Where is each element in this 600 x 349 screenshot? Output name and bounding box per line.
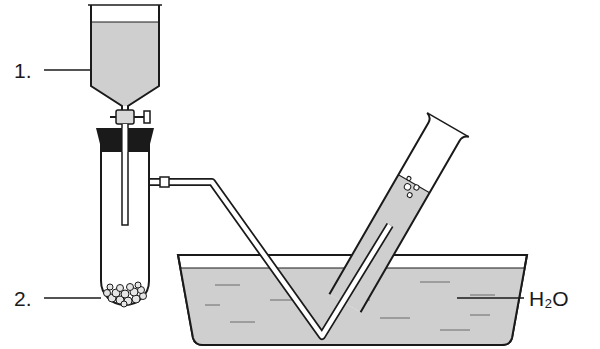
callout-number: 1. (14, 60, 32, 81)
dropping-funnel (88, 5, 162, 225)
substance-label: H₂O (529, 288, 569, 309)
leader-lines (44, 70, 524, 298)
collecting-tube (324, 113, 469, 315)
callout-number: 2. (14, 288, 32, 309)
delivery-tube (149, 177, 390, 336)
